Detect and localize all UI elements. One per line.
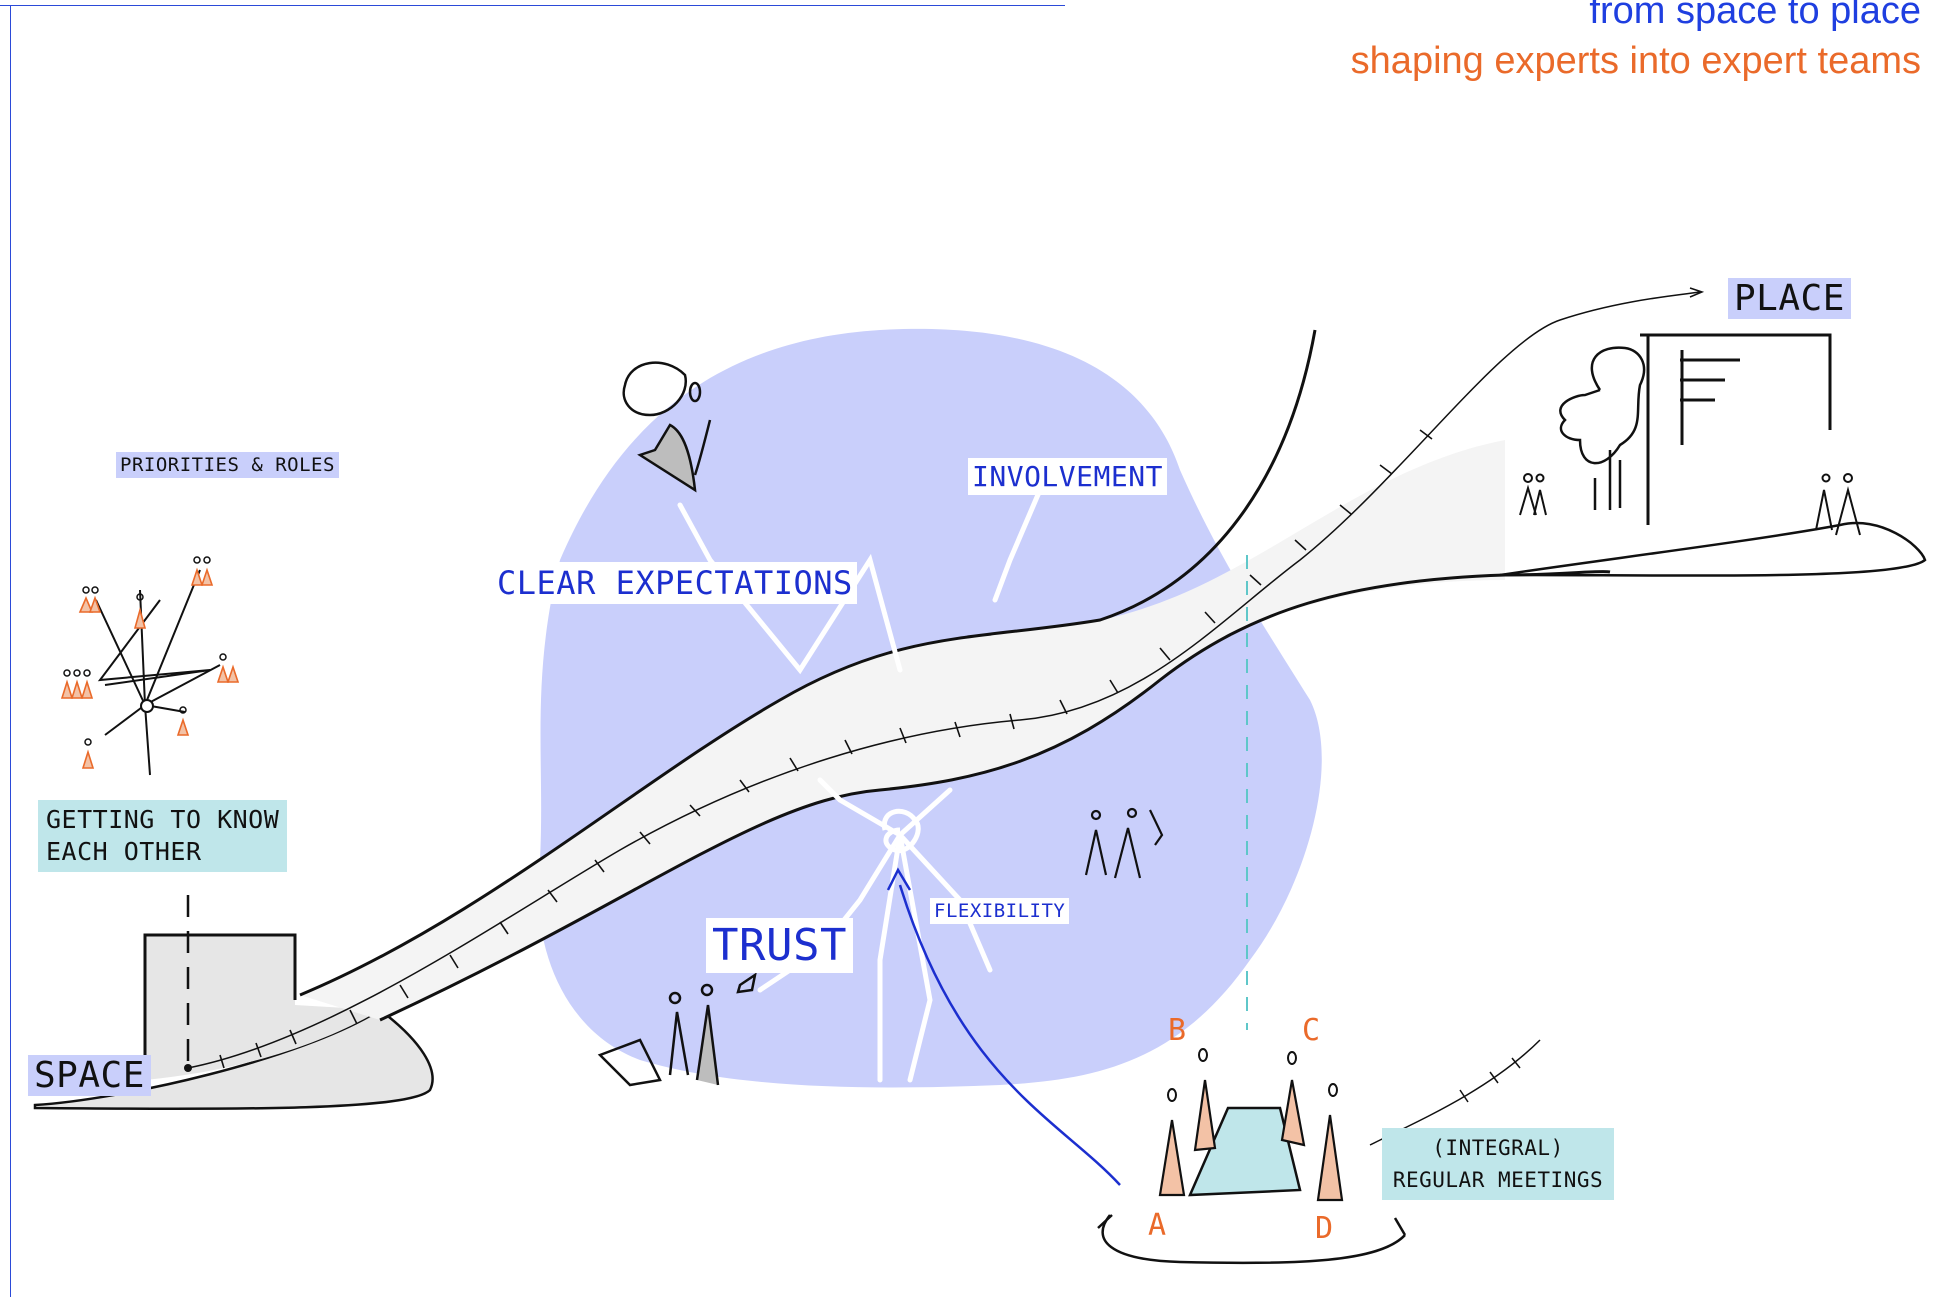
priorities-network — [95, 569, 221, 776]
label-getting-to-know: GETTING TO KNOW EACH OTHER — [38, 800, 288, 872]
trust-figures — [597, 972, 757, 1087]
team-letter-a: A — [1148, 1208, 1166, 1243]
frame-left-line — [10, 5, 11, 1297]
meeting-table — [1188, 1106, 1302, 1197]
meeting-platform — [1101, 1214, 1406, 1265]
label-getting-line-2: EACH OTHER — [46, 837, 202, 866]
path-ticks — [219, 429, 1433, 1069]
label-regular-meetings: (INTEGRAL) REGULAR MEETINGS — [1382, 1128, 1614, 1200]
place-people-left — [1519, 473, 1547, 516]
team-letter-c: C — [1302, 1013, 1320, 1048]
frame-top-line — [0, 5, 1065, 6]
meeting-people — [1158, 1079, 1344, 1202]
label-clear-expectations: CLEAR EXPECTATIONS — [493, 562, 857, 604]
label-involvement: INVOLVEMENT — [968, 458, 1167, 495]
place-building — [1640, 333, 1832, 525]
label-meetings-line-1: (INTEGRAL) — [1432, 1136, 1564, 1160]
blob-figures — [1084, 807, 1164, 879]
flexibility-arrow — [898, 884, 1121, 1186]
label-meetings-line-2: REGULAR MEETINGS — [1392, 1168, 1604, 1192]
road-fill — [300, 440, 1505, 1020]
label-trust: TRUST — [706, 918, 853, 973]
title-line-2: shaping experts into expert teams — [1350, 40, 1921, 82]
label-place: PLACE — [1728, 278, 1851, 319]
space-building — [145, 935, 380, 1080]
place-people-right — [1815, 473, 1861, 536]
label-space: SPACE — [28, 1055, 151, 1096]
space-platform — [33, 1008, 434, 1111]
place-platform — [1499, 521, 1927, 577]
team-letter-b: B — [1168, 1013, 1186, 1048]
label-getting-line-1: GETTING TO KNOW — [46, 805, 280, 834]
thinking-person — [622, 361, 712, 493]
place-tree — [1559, 346, 1646, 510]
label-priorities-roles: PRIORITIES & ROLES — [116, 452, 339, 478]
hub-knot — [881, 808, 921, 854]
priorities-people — [60, 567, 240, 769]
label-flexibility: FLEXIBILITY — [930, 898, 1070, 924]
progress-path — [187, 291, 1701, 1069]
team-letter-d: D — [1315, 1211, 1333, 1246]
title-line-1: from space to place — [1589, 0, 1921, 32]
